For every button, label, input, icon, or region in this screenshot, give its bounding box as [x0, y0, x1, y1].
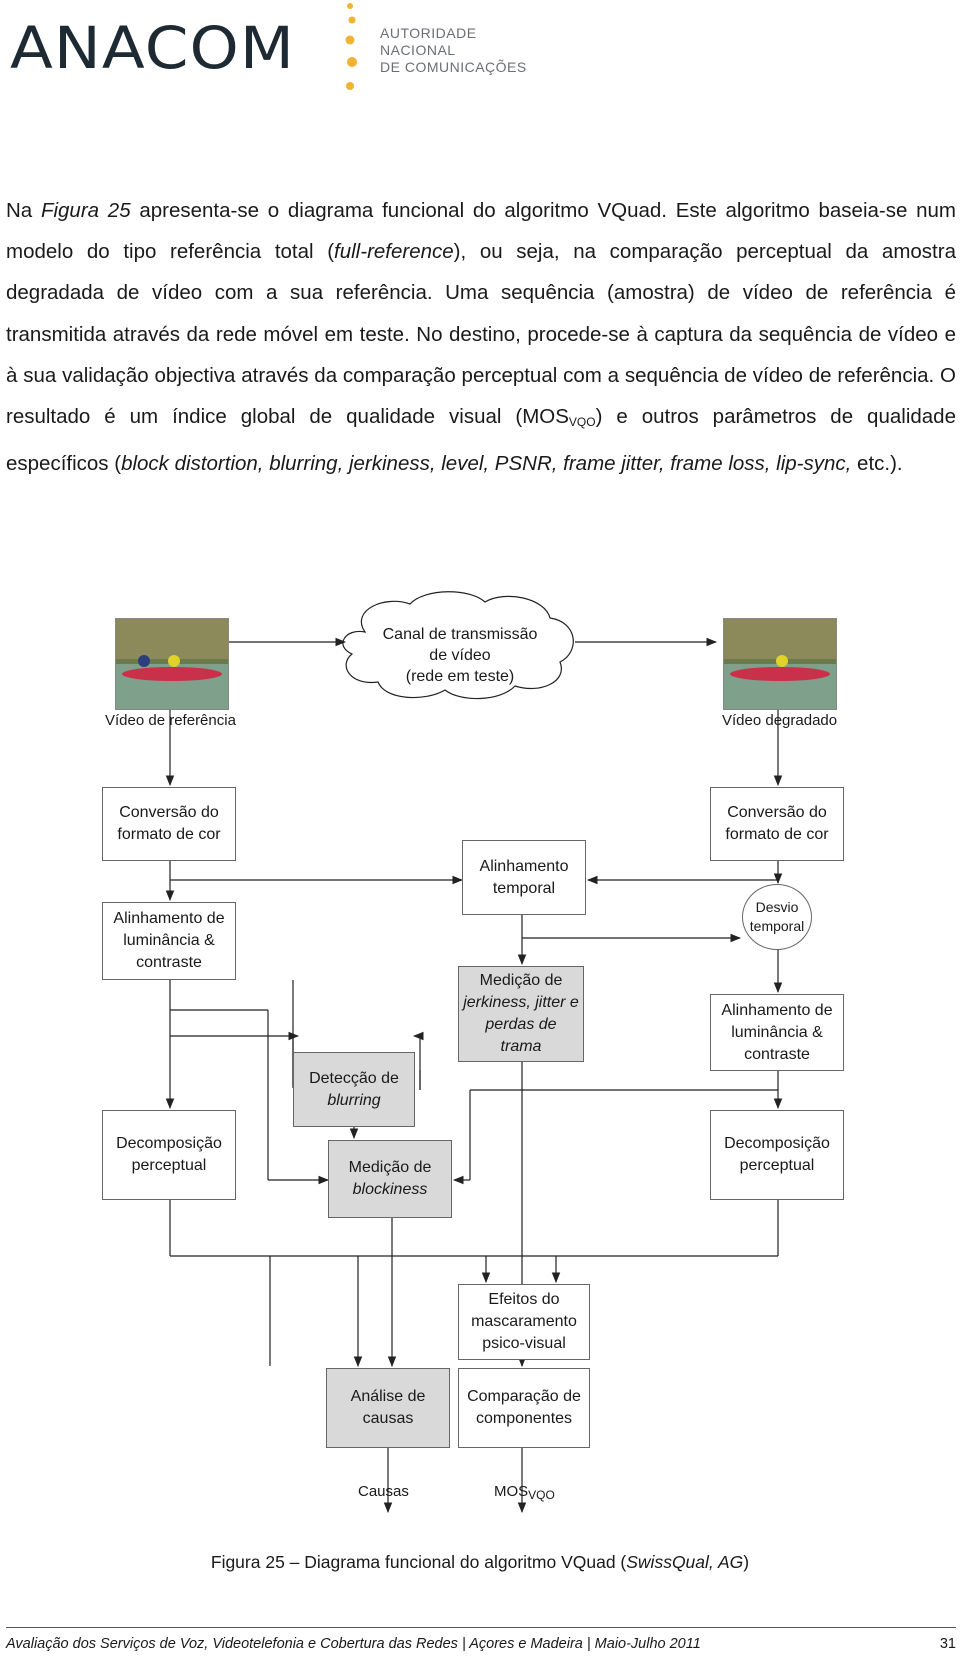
- output-causes-label: Causas: [358, 1483, 409, 1500]
- body-paragraph: Na Figura 25 apresenta-se o diagrama fun…: [6, 199, 957, 476]
- output-mos-label: MOSVQO: [494, 1483, 555, 1502]
- footer-rule: [6, 1627, 956, 1628]
- cloud-shape: [342, 591, 574, 700]
- logo-authority-text: AUTORIDADE NACIONAL DE COMUNICAÇÕES: [380, 25, 527, 75]
- transmission-channel-cloud: Canal de transmissão de vídeo (rede em t…: [382, 626, 538, 685]
- degraded-video-thumbnail: [723, 618, 837, 710]
- figure-caption: Figura 25 – Diagrama funcional do algori…: [210, 1552, 750, 1572]
- page-number: 31: [939, 1636, 956, 1652]
- reference-video-label: Vídeo de referência: [105, 712, 236, 729]
- diagram-connectors: [165, 591, 783, 1514]
- vquad-diagram: Canal de transmissão de vídeo (rede em t…: [0, 590, 960, 1530]
- reference-video-thumbnail: [115, 618, 229, 710]
- anacom-logo: ANACOM AUTORIDADE NACIONAL DE COMUNICAÇÕ…: [10, 0, 550, 105]
- degraded-video-label: Vídeo degradado: [722, 712, 838, 729]
- logo-wordmark: ANACOM: [10, 14, 296, 82]
- logo-dots-icon: [345, 3, 357, 90]
- footer-text: Avaliação dos Serviços de Voz, Videotele…: [6, 1636, 701, 1652]
